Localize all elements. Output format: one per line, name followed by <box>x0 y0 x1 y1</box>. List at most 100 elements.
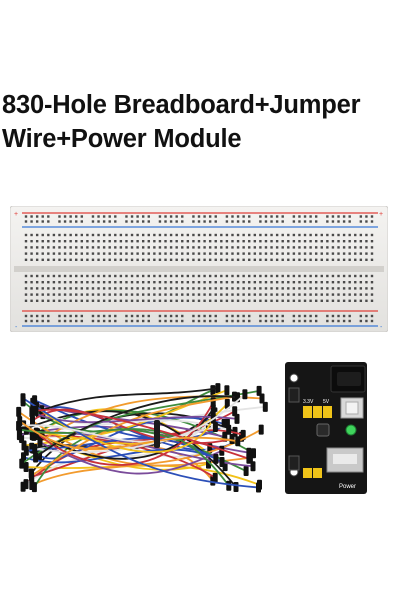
breadboard-hole <box>69 281 72 284</box>
breadboard-hole <box>80 274 84 278</box>
breadboard-hole <box>320 246 323 249</box>
breadboard-hole <box>292 215 296 218</box>
breadboard-hole <box>259 258 262 261</box>
jumper-wire <box>19 428 230 487</box>
breadboard-hole <box>309 319 312 323</box>
breadboard-hole <box>136 287 139 290</box>
psu-left-header <box>288 387 300 471</box>
breadboard-hole <box>114 220 117 223</box>
breadboard-hole <box>197 299 201 302</box>
breadboard-hole <box>253 281 257 284</box>
breadboard-hole <box>141 293 145 296</box>
breadboard-hole <box>80 246 84 249</box>
breadboard-hole <box>337 233 340 237</box>
breadboard-hole <box>348 252 351 255</box>
breadboard-hole <box>58 287 61 290</box>
breadboard-hole <box>203 220 206 223</box>
breadboard-hole <box>264 287 268 290</box>
breadboard-hole <box>320 252 323 255</box>
breadboard-hole <box>337 252 340 255</box>
breadboard-hole <box>97 314 100 318</box>
breadboard-hole <box>141 319 145 323</box>
breadboard-hole <box>86 246 89 249</box>
breadboard-hole <box>75 281 78 284</box>
psu-label-power: Power <box>339 484 356 490</box>
breadboard-hole <box>303 215 307 218</box>
breadboard-hole <box>231 293 234 296</box>
breadboard-hole <box>365 314 368 318</box>
breadboard-hole <box>242 287 245 290</box>
breadboard-hole <box>365 233 368 237</box>
breadboard-hole <box>114 319 117 323</box>
breadboard-hole <box>192 258 195 261</box>
breadboard-hole <box>354 233 357 237</box>
cable-tie <box>154 420 160 448</box>
breadboard-hole <box>30 220 33 223</box>
breadboard-hole <box>214 240 217 243</box>
breadboard-hole <box>236 319 240 323</box>
breadboard-hole <box>114 252 117 255</box>
breadboard-hole <box>281 319 284 323</box>
breadboard-hole <box>80 299 84 302</box>
breadboard-hole <box>320 281 323 284</box>
breadboard-hole <box>231 258 234 261</box>
jumper-wire-connector <box>33 452 39 463</box>
breadboard-hole <box>337 299 340 302</box>
breadboard-hole <box>158 281 162 284</box>
breadboard-hole <box>242 299 245 302</box>
breadboard-hole <box>248 287 251 290</box>
rail-minus-label-left: - <box>15 324 18 331</box>
breadboard-hole <box>298 233 301 237</box>
breadboard-hole <box>80 281 84 284</box>
breadboard-hole <box>192 220 195 223</box>
breadboard-hole <box>342 246 346 249</box>
breadboard-hole <box>169 274 173 278</box>
breadboard-hole <box>270 293 273 296</box>
breadboard-hole <box>75 314 78 318</box>
breadboard-hole <box>225 281 229 284</box>
breadboard-hole <box>175 293 178 296</box>
breadboard-hole <box>309 233 312 237</box>
breadboard-hole <box>320 274 323 278</box>
breadboard-hole <box>214 233 217 237</box>
breadboard-hole <box>102 258 106 261</box>
breadboard-hole <box>181 299 184 302</box>
breadboard-hole <box>337 293 340 296</box>
breadboard-hole <box>136 299 139 302</box>
breadboard-hole <box>75 233 78 237</box>
breadboard-hole <box>75 287 78 290</box>
breadboard-hole <box>314 314 318 318</box>
breadboard-hole <box>158 287 162 290</box>
breadboard-hole <box>248 314 251 318</box>
title-line-1: 830-Hole Breadboard+Jumper <box>2 91 361 119</box>
breadboard-hole <box>24 258 28 261</box>
breadboard-hole <box>153 274 156 278</box>
breadboard-hole <box>287 299 290 302</box>
breadboard-hole <box>125 240 128 243</box>
breadboard-hole <box>281 240 284 243</box>
breadboard-hole <box>275 220 279 223</box>
psu-capacitor <box>316 423 330 437</box>
breadboard-hole <box>231 220 234 223</box>
breadboard-hole <box>359 240 363 243</box>
breadboard-hole <box>147 252 150 255</box>
breadboard-hole <box>80 215 84 218</box>
breadboard-hole <box>208 281 212 284</box>
jumper-wire <box>35 395 238 459</box>
jumper-wire-connector <box>29 470 34 481</box>
breadboard-hole <box>125 299 128 302</box>
breadboard-hole <box>97 220 100 223</box>
breadboard-hole <box>320 287 323 290</box>
breadboard-hole <box>47 287 50 290</box>
breadboard-hole <box>342 299 346 302</box>
breadboard-hole <box>102 220 106 223</box>
psu-voltage-jumpers <box>303 406 332 418</box>
breadboard-hole <box>91 287 95 290</box>
breadboard-hole <box>164 293 167 296</box>
breadboard-hole <box>242 314 245 318</box>
breadboard-hole <box>270 319 273 323</box>
breadboard-hole <box>270 274 273 278</box>
breadboard-hole <box>292 240 296 243</box>
breadboard-hole <box>158 252 162 255</box>
breadboard-hole <box>169 240 173 243</box>
